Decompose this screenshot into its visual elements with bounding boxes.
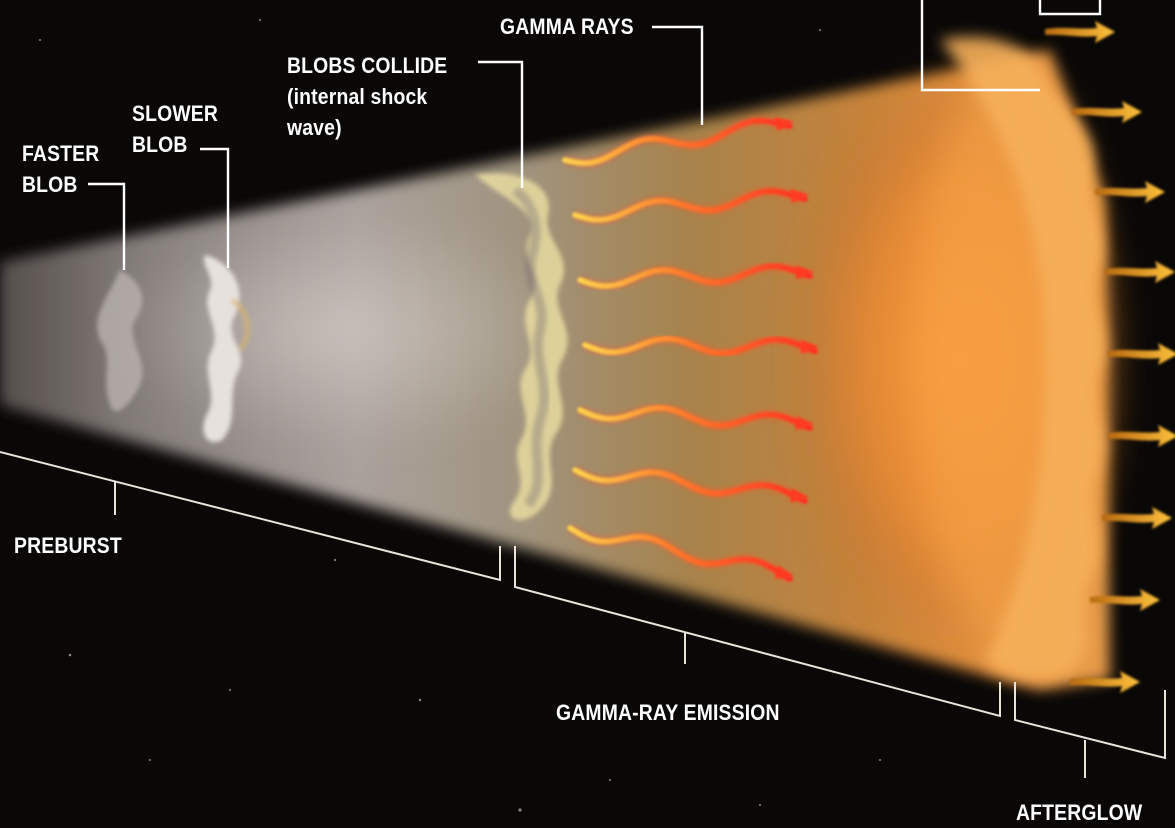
afterglow-bracket [1015, 682, 1165, 758]
gamma-rays-leader [652, 27, 702, 125]
arrow-right-icon [1072, 101, 1142, 123]
preburst-label: PREBURST [14, 530, 122, 561]
faster-blob-label: FASTER BLOB [22, 138, 99, 200]
arrow-right-icon [1102, 507, 1172, 529]
slower-blob-label: SLOWER BLOB [132, 98, 218, 160]
arrow-right-icon [1045, 21, 1115, 43]
blobs-collide-label: BLOBS COLLIDE (internal shock wave) [287, 50, 447, 143]
gamma-rays-label: GAMMA RAYS [500, 11, 634, 42]
gamma-ray-emission-label: GAMMA-RAY EMISSION [556, 697, 780, 728]
afterglow-top-bracket [1040, 0, 1100, 14]
afterglow-label: AFTERGLOW [1016, 797, 1142, 828]
arrow-right-icon [1095, 181, 1165, 203]
